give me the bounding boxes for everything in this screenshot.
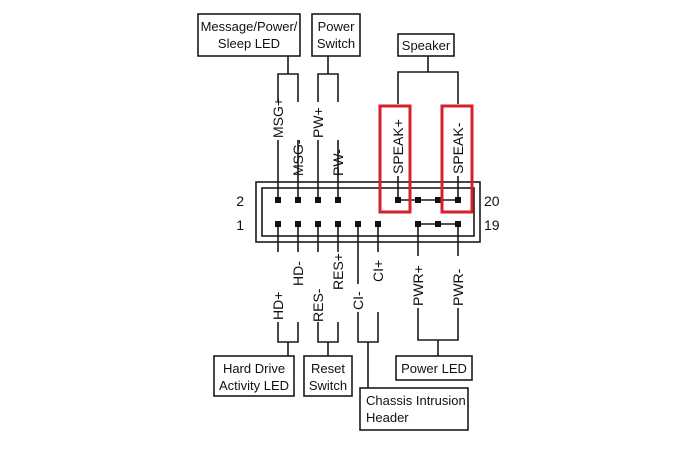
pin-label-pw-minus: PW- <box>330 149 346 176</box>
msg-wires <box>277 56 299 200</box>
pin-number-20: 20 <box>484 193 500 209</box>
pin-dot-icon <box>435 197 441 203</box>
power-switch-box <box>311 13 361 57</box>
top-pin-row <box>275 197 461 203</box>
power-led-label: Power LED <box>401 361 467 376</box>
speak-plus-highlight-icon <box>378 104 412 214</box>
chassis-box <box>359 387 469 431</box>
pin-label-speak-plus: SPEAK+ <box>390 119 406 174</box>
pin-number-1: 1 <box>236 217 244 233</box>
chassis-label-line1: Chassis Intrusion <box>366 393 466 408</box>
pin-label-ci-minus: CI- <box>350 291 366 310</box>
power-led-box <box>395 355 473 381</box>
res-wires <box>317 224 339 356</box>
pin-label-pwr-minus: PWR- <box>450 268 466 306</box>
pin-dot-icon <box>335 221 341 227</box>
pwr-wires <box>417 224 459 356</box>
hd-wires <box>277 224 299 356</box>
pin-label-pw-plus: PW+ <box>310 107 326 138</box>
msg-led-label-line1: Message/Power/ <box>201 19 298 34</box>
reset-switch-label-line1: Reset <box>311 361 345 376</box>
pin-label-speak-minus: SPEAK- <box>450 122 466 174</box>
hdd-led-label-line1: Hard Drive <box>223 361 285 376</box>
pin-dot-icon <box>315 197 321 203</box>
pin-label-res-plus: RES+ <box>330 253 346 290</box>
reset-switch-label-line2: Switch <box>309 378 347 393</box>
pin-number-19: 19 <box>484 217 500 233</box>
pin-label-pwr-plus: PWR+ <box>410 265 426 306</box>
speaker-label: Speaker <box>402 38 451 53</box>
msg-led-label-line2: Sleep LED <box>218 36 280 51</box>
pin-dot-icon <box>335 197 341 203</box>
pin-label-hd-minus: HD- <box>290 261 306 286</box>
pin-dot-icon <box>455 221 461 227</box>
pin-label-ci-plus: CI+ <box>370 260 386 282</box>
power-switch-label-line1: Power <box>318 19 356 34</box>
pin-label-msg-minus: MSG- <box>290 139 306 176</box>
ci-wires <box>357 224 379 388</box>
hdd-led-box <box>213 355 295 397</box>
pin-dot-icon <box>395 197 401 203</box>
bottom-pin-row <box>275 221 461 227</box>
speaker-box <box>397 33 455 57</box>
pin-dot-icon <box>355 221 361 227</box>
pin-dot-icon <box>275 221 281 227</box>
pw-wires <box>317 56 339 200</box>
pin-dot-icon <box>435 221 441 227</box>
hdd-led-label-line2: Activity LED <box>219 378 289 393</box>
pin-dot-icon <box>455 197 461 203</box>
pin-dot-icon <box>415 197 421 203</box>
pin-label-res-minus: RES- <box>310 288 326 322</box>
pin-number-2: 2 <box>236 193 244 209</box>
pin-label-msg-plus: MSG+ <box>270 98 286 138</box>
power-switch-label-line2: Switch <box>317 36 355 51</box>
chassis-label-line2: Header <box>366 410 409 425</box>
pin-dot-icon <box>275 197 281 203</box>
pin-dot-icon <box>295 197 301 203</box>
pin-dot-icon <box>295 221 301 227</box>
connector-inner-frame <box>261 187 475 237</box>
pin-dot-icon <box>415 221 421 227</box>
speak-minus-highlight-icon <box>440 104 474 214</box>
msg-led-box <box>197 13 301 57</box>
pin-label-hd-plus: HD+ <box>270 292 286 320</box>
speak-wires <box>397 56 459 200</box>
pin-dot-icon <box>375 221 381 227</box>
pin-dot-icon <box>315 221 321 227</box>
connector-outer-frame <box>255 181 481 243</box>
